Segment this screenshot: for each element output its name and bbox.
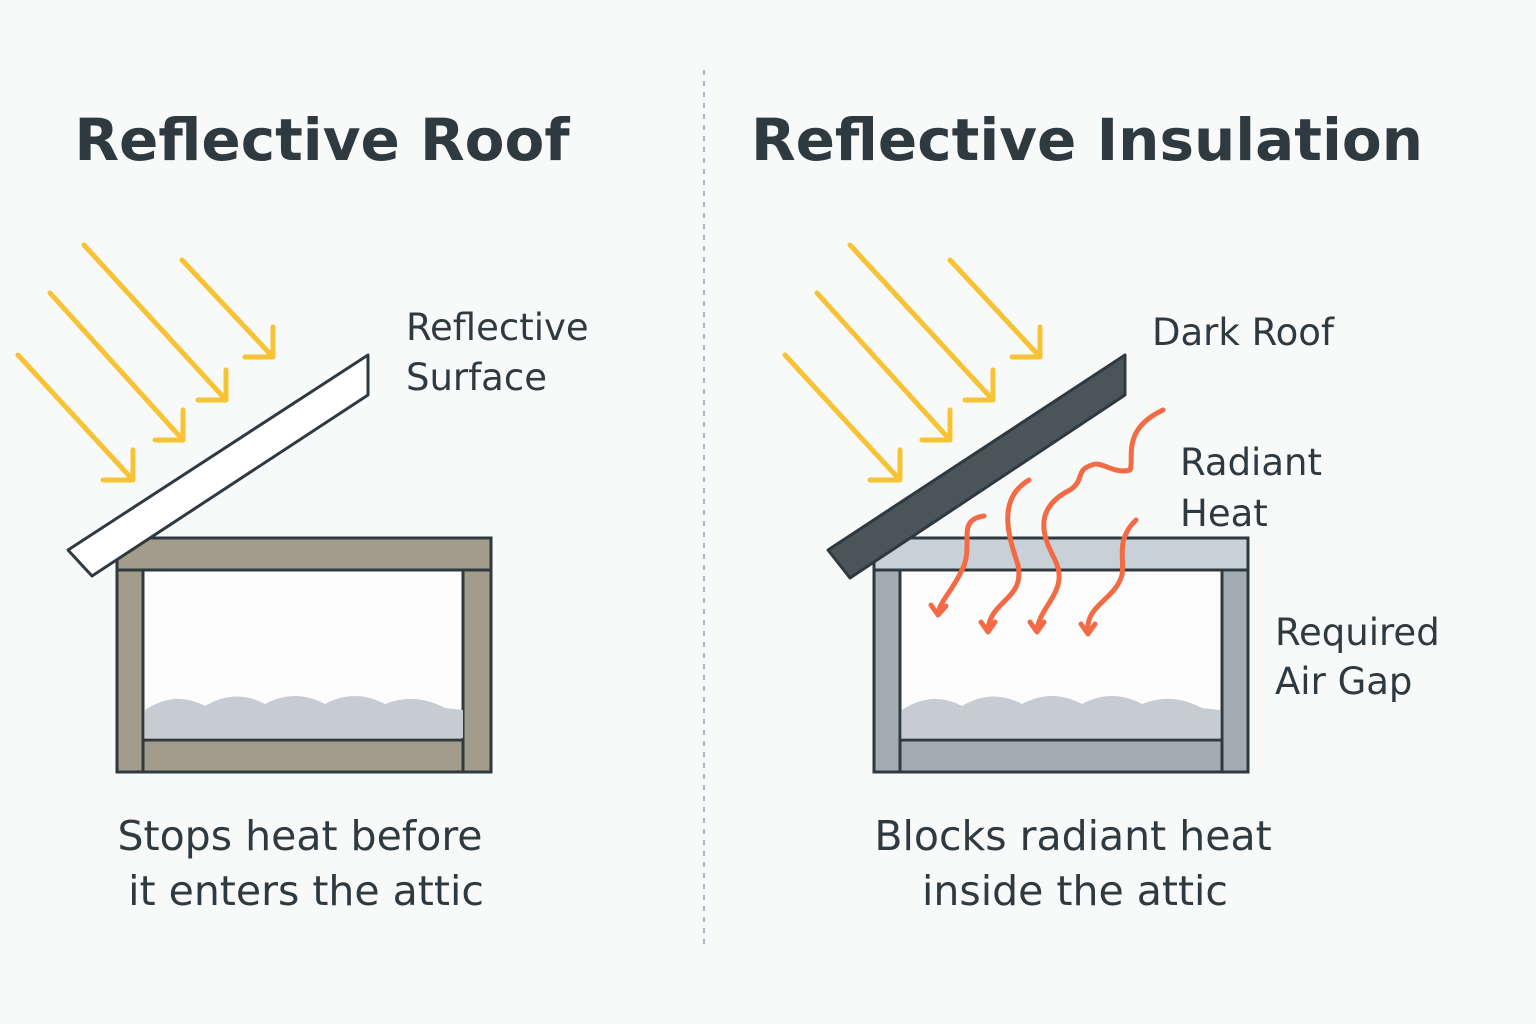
reflective-surface-label-2: Surface [406,356,547,399]
air-gap-label-1: Required [1275,611,1440,654]
reflective-surface-label-1: Reflective [406,306,589,349]
right-caption-2: inside the attic [922,867,1228,915]
right-panel: Reflective Insulation Dark Roof Radiant … [751,106,1440,915]
left-caption-2: it enters the attic [128,867,484,915]
sun-rays-left [15,242,276,483]
attic-frame-wood [115,536,493,774]
left-caption-1: Stops heat before [118,812,483,860]
reflective-roof [66,353,370,578]
sun-rays-right [782,242,1043,483]
right-caption-1: Blocks radiant heat [874,812,1271,860]
radiant-heat-label-2: Heat [1180,492,1268,535]
radiant-heat-label-1: Radiant [1180,441,1322,484]
right-title: Reflective Insulation [751,106,1423,174]
dark-roof-label: Dark Roof [1152,311,1335,354]
left-title: Reflective Roof [74,106,570,174]
left-panel: Reflective Roof Reflective Surface Stops… [15,106,589,915]
air-gap-label-2: Air Gap [1275,660,1412,703]
insulation [902,696,1220,738]
insulation [145,696,463,738]
attic-frame-steel [872,536,1250,774]
dark-roof [826,353,1127,580]
radiant-heat-arrows [928,407,1166,637]
